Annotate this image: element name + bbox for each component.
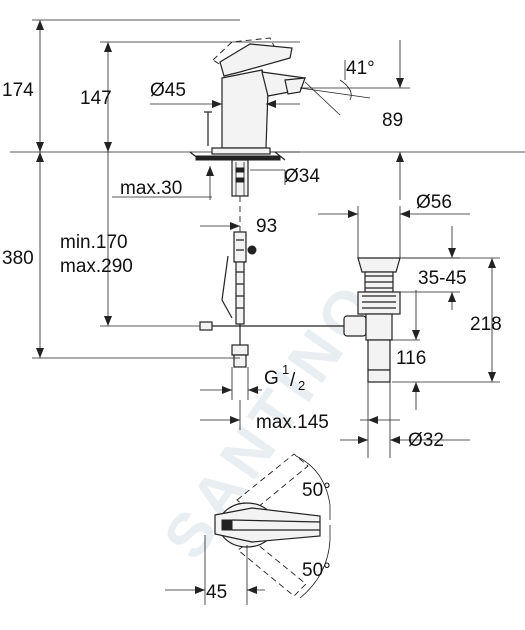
dim-g-slash: / [290, 370, 296, 391]
dim-diameter-45: Ø45 [150, 80, 186, 101]
dim-angle-50-top: 50° [302, 480, 331, 501]
dim-max-290: max.290 [60, 256, 133, 277]
dim-diameter-32: Ø32 [408, 430, 444, 451]
dim-diameter-56: Ø56 [416, 192, 452, 213]
dim-g-denominator: 2 [298, 378, 305, 393]
dim-93: 93 [256, 216, 277, 237]
dim-380: 380 [2, 248, 34, 269]
dim-diameter-34: Ø34 [284, 166, 320, 187]
dim-45-bottom: 45 [206, 582, 227, 603]
dim-35-45: 35-45 [418, 268, 467, 289]
dim-angle-41: 41° [346, 58, 375, 79]
dimension-labels: 174 147 Ø45 41° 89 Ø34 max.30 93 Ø56 380… [2, 58, 502, 603]
faucet-body [10, 37, 345, 368]
dimension-lines [32, 19, 525, 605]
dim-147: 147 [80, 88, 112, 109]
dim-min-170: min.170 [60, 232, 128, 253]
dim-max-30: max.30 [120, 178, 182, 199]
dim-174: 174 [2, 80, 34, 101]
dim-116: 116 [396, 348, 426, 369]
drain-assembly [343, 257, 401, 383]
dim-89: 89 [382, 110, 403, 131]
dim-g-numerator: 1 [282, 362, 289, 377]
dim-218: 218 [470, 314, 502, 335]
dim-angle-50-bottom: 50° [302, 560, 331, 581]
dim-g-thread: G [264, 368, 279, 389]
dim-max-145: max.145 [256, 412, 329, 433]
